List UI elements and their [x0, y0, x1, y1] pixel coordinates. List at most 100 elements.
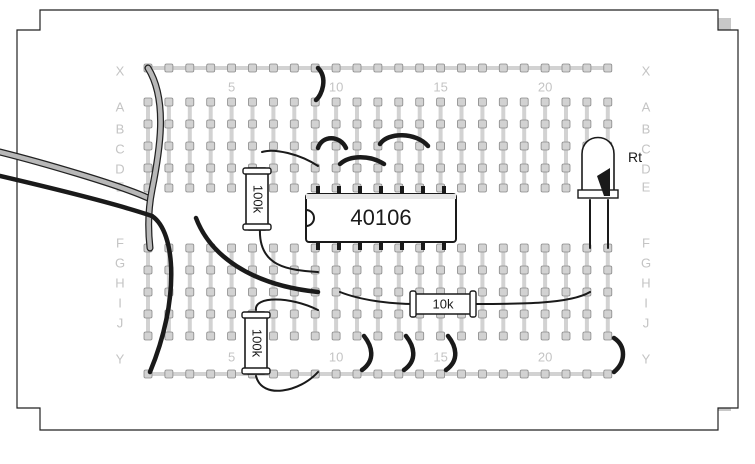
hole-lower [373, 331, 383, 341]
row-label: H [115, 275, 124, 290]
hole-upper [227, 183, 237, 193]
row-label: H [641, 275, 650, 290]
hole-upper [206, 183, 216, 193]
hole-upper [436, 97, 446, 107]
hole-upper [143, 119, 153, 129]
hole-upper [582, 97, 592, 107]
ic-pin-bottom [379, 240, 383, 250]
hole-lower [561, 265, 571, 275]
hole-upper [206, 119, 216, 129]
lead-wire-upper-resistor [258, 227, 319, 273]
hole-lower [457, 243, 466, 253]
hole-lower [603, 309, 613, 319]
hole-lower [185, 287, 195, 297]
hole-lower [561, 243, 571, 253]
hole-upper [561, 163, 571, 173]
hole-upper [310, 119, 320, 129]
ic-notch [305, 209, 315, 227]
hole-lower [394, 287, 404, 297]
hole-upper [164, 97, 174, 107]
hole-upper [373, 97, 383, 107]
link-wire-b [337, 155, 387, 167]
hole-upper [206, 141, 216, 151]
row-label: G [115, 255, 125, 270]
hole-upper [603, 119, 613, 129]
grey-wire-loop [145, 65, 163, 251]
hole-lower [289, 309, 299, 319]
row-label: F [642, 235, 650, 250]
hole-upper [248, 141, 257, 151]
rail-y-hole [352, 369, 362, 379]
lead-wire-lower-resistor-top [255, 298, 319, 311]
rail-y-hole [164, 369, 174, 379]
hole-upper [331, 141, 341, 151]
rail-y-hole [227, 369, 237, 379]
resistor-lower-label: 100k [250, 329, 265, 358]
hole-upper [331, 119, 341, 129]
ic-pin-group [316, 186, 446, 250]
hole-lower [394, 331, 404, 341]
rail-x-hole [540, 63, 550, 73]
hole-upper [185, 97, 195, 107]
rail-x-hole [268, 63, 278, 73]
hole-lower [457, 331, 466, 341]
lead-wire-10k-left [339, 291, 415, 305]
resistor-lower: 100k [241, 311, 271, 375]
hole-upper [519, 141, 529, 151]
link-wire-c [377, 133, 431, 149]
hole-upper [352, 119, 362, 129]
hole-lower [582, 331, 592, 341]
row-label: F [116, 235, 124, 250]
ic-pin-bottom [358, 240, 362, 250]
hole-lower [436, 265, 446, 275]
row-label: D [641, 161, 650, 176]
hole-lower [227, 331, 237, 341]
link-wire-y1 [359, 333, 374, 373]
rail-x-hole [352, 63, 362, 73]
hole-upper [227, 119, 237, 129]
hole-upper [227, 163, 237, 173]
link-wire-a [315, 136, 349, 151]
hole-lower [519, 287, 529, 297]
hole-lower [603, 331, 613, 341]
hole-lower [310, 331, 320, 341]
hole-lower [206, 309, 216, 319]
thermistor-label: Rt [628, 149, 642, 165]
hole-lower [164, 331, 174, 341]
row-label: G [641, 255, 651, 270]
hole-lower [519, 265, 529, 275]
link-wire-d [193, 215, 321, 295]
hole-upper [415, 163, 425, 173]
rail-y-hole [331, 369, 341, 379]
rail-x-hole [394, 63, 404, 73]
hole-lower [310, 309, 320, 319]
hole-lower [582, 265, 592, 275]
row-label: D [115, 161, 124, 176]
hole-upper [498, 97, 508, 107]
resistor-upper-cap-top [242, 167, 272, 175]
hole-lower [268, 287, 278, 297]
hole-upper [540, 119, 550, 129]
hole-lower [477, 265, 487, 275]
hole-lower [582, 309, 592, 319]
hole-upper [603, 97, 613, 107]
hole-upper [268, 183, 278, 193]
hole-lower [268, 331, 278, 341]
hole-upper [352, 97, 362, 107]
ic-pin-bottom [337, 240, 341, 250]
hole-lower [498, 265, 508, 275]
ic-pin-top [442, 186, 446, 196]
rail-x-hole [603, 63, 613, 73]
hole-upper [143, 141, 153, 151]
ic-pin-top [421, 186, 425, 196]
black-wires [0, 65, 626, 392]
hole-lower [436, 331, 446, 341]
rail-x-hole [457, 63, 466, 73]
hole-lower [227, 309, 237, 319]
column-number: 10 [329, 79, 343, 94]
hole-upper [457, 163, 466, 173]
hole-upper [436, 163, 446, 173]
hole-lower [519, 243, 529, 253]
hole-lower [143, 287, 153, 297]
